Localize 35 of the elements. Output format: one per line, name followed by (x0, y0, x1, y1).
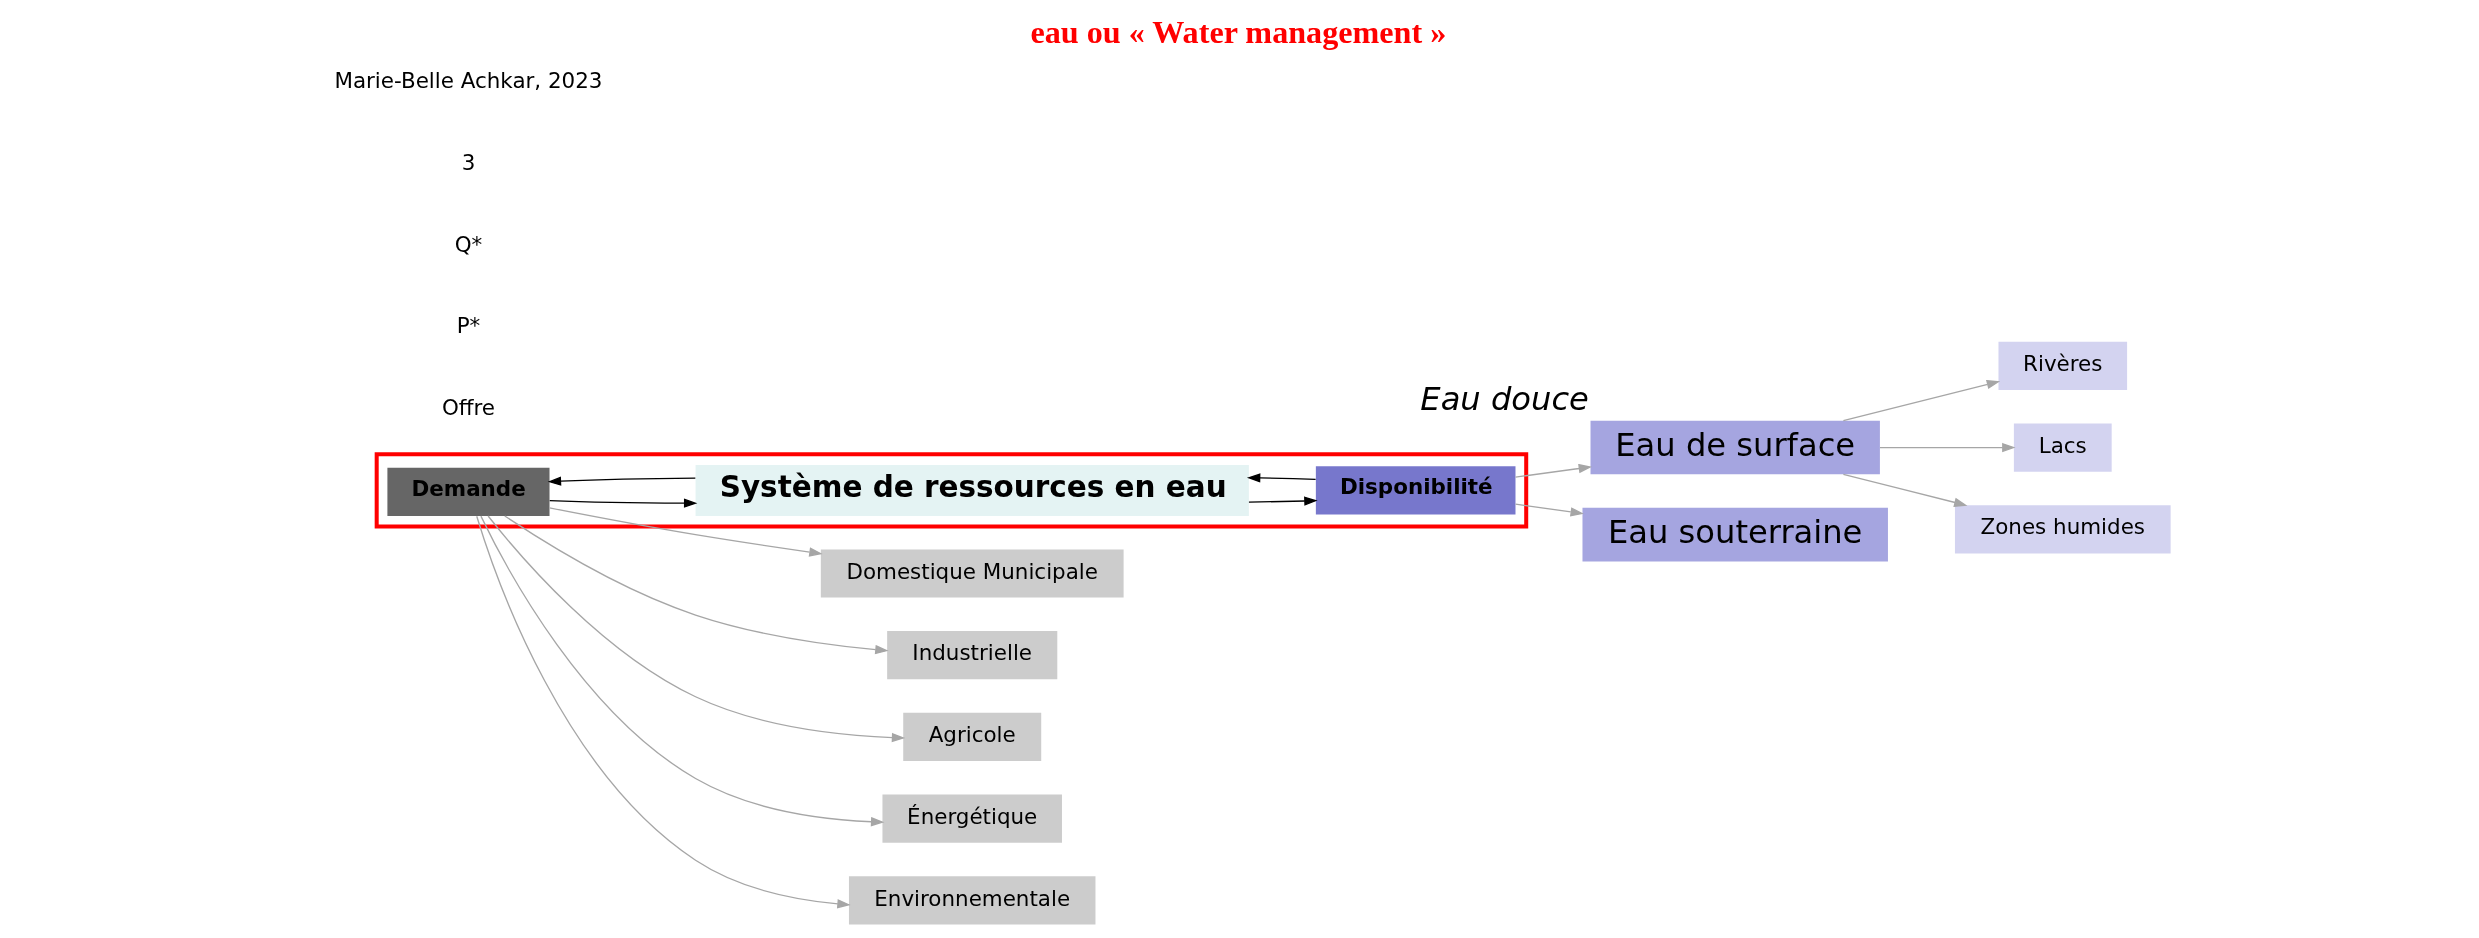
node-box: Disponibilité (1315, 466, 1516, 515)
arrow (476, 515, 851, 909)
node-box: Domestique Municipale (820, 549, 1124, 598)
label: Marie-Belle Achkar, 2023 (334, 68, 603, 94)
node-box: Zones humides (1954, 505, 2171, 554)
arrow (1842, 379, 2001, 422)
node-box: Eau souterraine (1582, 507, 1888, 562)
cluster (374, 452, 1529, 529)
arrow (487, 515, 906, 743)
arrow (1514, 463, 1593, 478)
arrow (1246, 473, 1317, 483)
arrow (480, 515, 885, 827)
arrow (547, 476, 696, 486)
label: P* (456, 313, 481, 339)
arrow (1248, 496, 1318, 506)
node-box: Agricole (903, 712, 1042, 762)
arrow (548, 507, 823, 557)
label: Offre (441, 395, 496, 421)
node-box: Système de ressources en eau (695, 465, 1249, 516)
arrow (1514, 503, 1584, 517)
diagram-title: eau ou « Water management » (1030, 14, 1447, 51)
node-box: Industrielle (887, 631, 1058, 680)
node-box: Eau de surface (1590, 420, 1880, 475)
node-box: Rivères (1998, 341, 2128, 390)
label: Q* (454, 231, 483, 257)
node-box: Lacs (2013, 423, 2112, 472)
label: 3 (461, 149, 476, 175)
node-label: Eau douce (1420, 380, 1589, 419)
node-box: Demande (387, 467, 550, 516)
arrow (1842, 473, 1968, 507)
node-box: Environnementale (848, 876, 1096, 925)
arrow (549, 498, 698, 508)
arrow (504, 515, 889, 655)
arrow (1879, 442, 2016, 453)
node-box: Énergétique (882, 794, 1062, 843)
